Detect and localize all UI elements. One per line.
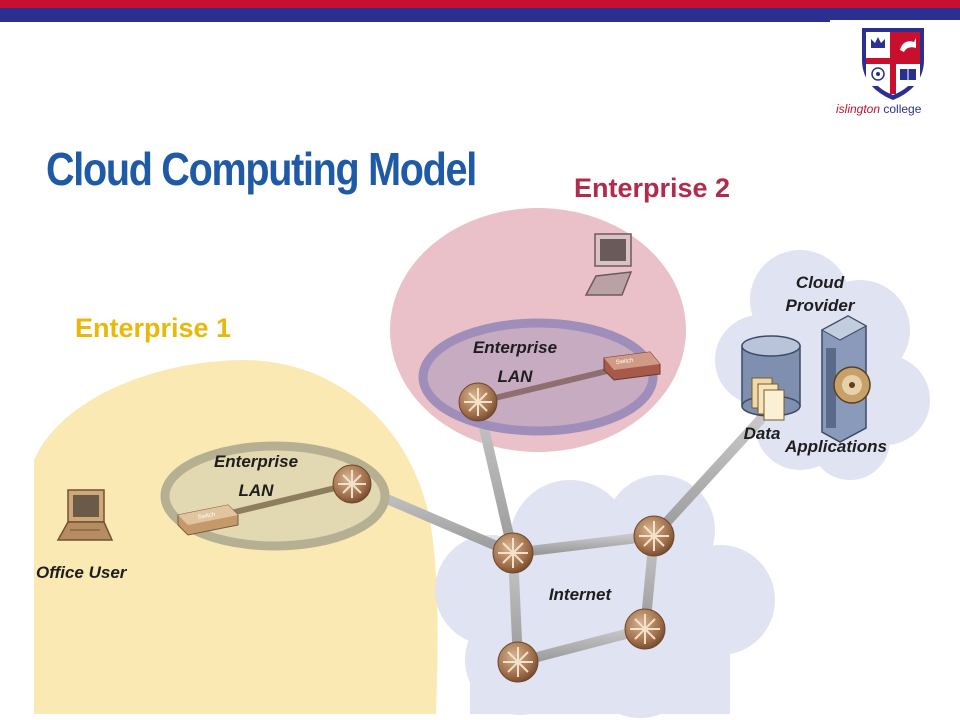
enterprise-2-lan-line2: LAN [498,367,534,386]
header-divider [830,20,960,23]
switch-label-1: Switch [197,512,215,521]
laptop-icon [56,489,114,541]
enterprise-1-lan-line1: Enterprise [214,452,298,471]
switch-label-2: Switch [616,358,634,366]
header-blue-bar-right [830,8,960,22]
internet-label: Internet [549,585,613,604]
college-name-accent: islington [836,102,881,116]
enterprise-2-lan-line1: Enterprise [473,338,557,357]
switch-icon: Switch [177,504,239,536]
enterprise-1-title: Enterprise 1 [75,313,231,343]
college-name: islington college [836,102,960,116]
router-icon [633,515,675,557]
router-icon [497,641,539,683]
disc-icon [833,366,871,404]
cloud-provider-title-line2: Provider [786,296,856,315]
enterprise-2-title: Enterprise 2 [574,173,730,203]
applications-label: Applications [784,437,887,456]
crest-icon [862,28,924,100]
college-name-rest: college [880,102,922,116]
laptop-icon [584,233,633,296]
page-title: Cloud Computing Model [46,143,477,195]
router-icon [624,608,666,650]
router-icon [458,382,498,422]
router-icon [492,532,534,574]
switch-icon: Switch [603,351,661,381]
enterprise-1-lan-line2: LAN [239,481,275,500]
header-red-bar [0,0,960,8]
header-blue-bar [0,8,830,22]
data-label: Data [744,424,781,443]
router-icon [332,464,372,504]
document-icon [751,377,785,421]
office-user-label: Office User [36,563,128,582]
cloud-provider-title-line1: Cloud [796,273,845,292]
